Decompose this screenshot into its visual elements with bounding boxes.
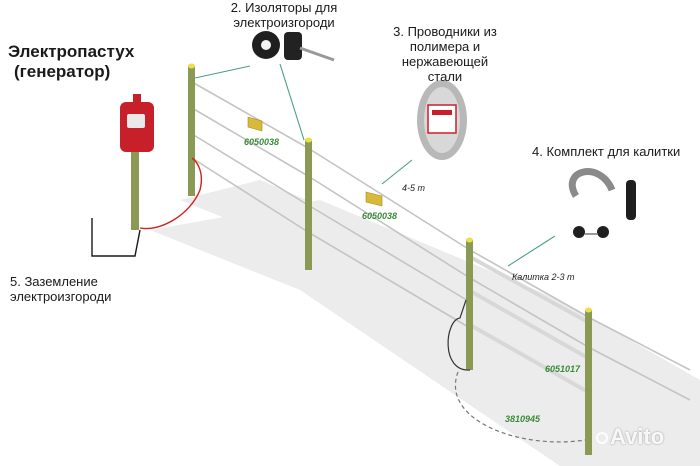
spool-icon [417, 80, 467, 160]
grounding-label: 5. Заземление электроизгороди [10, 274, 111, 304]
conductors-line-4: стали [427, 69, 463, 84]
code-tape-2: 6050038 [362, 211, 398, 221]
generator-title-line-1: Электропастух [8, 42, 135, 61]
gate-kit-label: 4. Комплект для калитки [532, 144, 681, 159]
fence-posts [188, 63, 592, 455]
gate-tapes [471, 256, 589, 394]
gate-cable [447, 299, 471, 371]
ground-rod [91, 218, 141, 257]
insulators-line-2: электроизгороди [233, 15, 335, 30]
conductors-line-1: 3. Проводники из [393, 24, 497, 39]
conductors-line-2: полимера и [409, 39, 481, 54]
warning-signs [247, 116, 383, 207]
conductors-label: 3. Проводники из полимера и нержавеющей … [380, 24, 510, 84]
fence-wires [191, 81, 691, 401]
insulator-icon [252, 31, 335, 62]
watermark-text: Avito [610, 424, 665, 449]
generator [120, 94, 154, 230]
grounding-line-1: 5. Заземление [10, 274, 98, 289]
avito-watermark: Avito [596, 424, 664, 450]
underground-cable [455, 371, 586, 443]
generator-title-line-2: (генератор) [14, 62, 111, 81]
conductors-line-3: нержавеющей [401, 54, 489, 69]
gate-width-dimension: Калитка 2-3 m [512, 272, 575, 282]
grounding-line-2: электроизгороди [10, 289, 112, 304]
code-gate-base: 3810945 [505, 414, 541, 424]
leader-lines [194, 63, 556, 267]
ground-wire [139, 157, 202, 230]
code-tape-1: 6050038 [244, 137, 280, 147]
gate-kit-icon [568, 168, 636, 238]
generator-title: Электропастух (генератор) [8, 42, 134, 82]
code-gate-post: 6051017 [545, 364, 581, 374]
avito-logo-icon [596, 432, 608, 445]
insulators-label: 2. Изоляторы для электроизгороди [224, 0, 344, 30]
insulators-line-1: 2. Изоляторы для [230, 0, 338, 15]
span-dimension: 4-5 m [402, 183, 426, 193]
